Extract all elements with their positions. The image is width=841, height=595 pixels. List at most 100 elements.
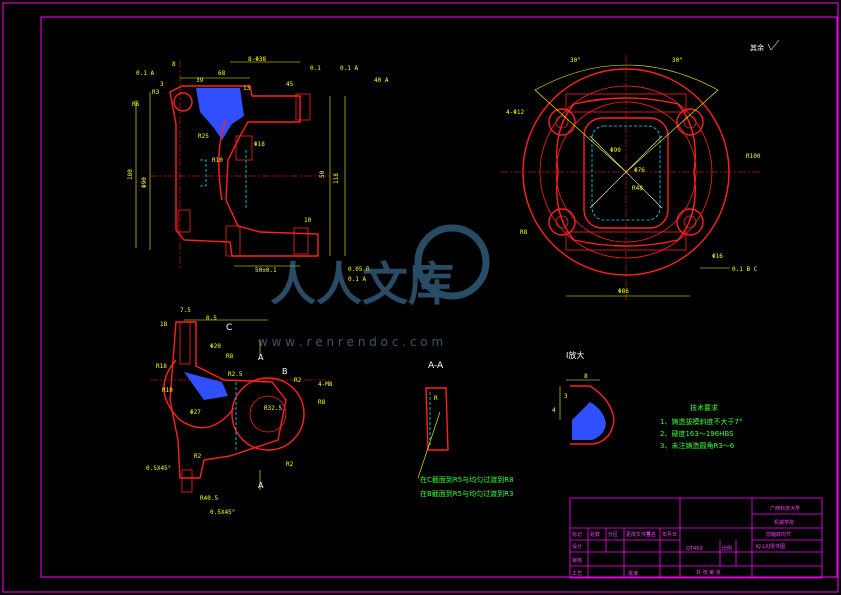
watermark-text: 人人文库 xyxy=(270,257,454,311)
svg-text:0.1 A: 0.1 A xyxy=(348,276,366,283)
svg-text:0.1 A: 0.1 A xyxy=(136,70,154,77)
note-b: 在B截面到R5与均匀过渡到R3 xyxy=(420,489,513,498)
svg-text:更改文件号: 更改文件号 xyxy=(626,531,651,538)
svg-text:8: 8 xyxy=(584,373,588,380)
section-a-a: A-A R xyxy=(417,361,449,479)
tech-item: 1、铸造拔模斜度不大于7° xyxy=(660,417,742,426)
svg-text:年月日: 年月日 xyxy=(662,531,677,538)
svg-text:R8: R8 xyxy=(318,399,326,406)
svg-text:18: 18 xyxy=(160,321,168,328)
svg-text:R10: R10 xyxy=(212,157,223,164)
svg-text:180: 180 xyxy=(127,169,134,180)
svg-text:0.5X45°: 0.5X45° xyxy=(146,465,171,472)
svg-text:R10: R10 xyxy=(162,387,173,394)
svg-text:审核: 审核 xyxy=(572,557,582,564)
hatched-section xyxy=(196,88,244,140)
svg-text:A-A: A-A xyxy=(428,361,444,371)
svg-text:B: B xyxy=(282,367,288,376)
svg-text:Φ16: Φ16 xyxy=(712,253,723,260)
svg-text:R40.5: R40.5 xyxy=(200,495,218,502)
svg-text:R2: R2 xyxy=(194,453,202,460)
svg-text:处数: 处数 xyxy=(590,531,600,538)
svg-text:0.1 A: 0.1 A xyxy=(340,65,358,72)
svg-text:工艺: 工艺 xyxy=(572,571,582,577)
svg-text:13: 13 xyxy=(243,85,251,92)
svg-text:Φ90: Φ90 xyxy=(610,147,621,154)
roughness-symbol xyxy=(767,39,780,51)
svg-text:0.5: 0.5 xyxy=(206,315,217,322)
svg-text:A: A xyxy=(258,353,264,362)
svg-text:R2: R2 xyxy=(294,377,302,384)
svg-text:118: 118 xyxy=(333,173,340,184)
svg-text:4-M8: 4-M8 xyxy=(318,381,333,388)
svg-text:8: 8 xyxy=(172,61,176,68)
svg-text:30°: 30° xyxy=(570,57,581,64)
svg-text:R8: R8 xyxy=(226,353,234,360)
svg-text:标记: 标记 xyxy=(572,531,582,538)
tech-title: 技术要求 xyxy=(690,403,718,412)
svg-text:R32.5: R32.5 xyxy=(264,405,282,412)
front-view xyxy=(135,60,346,270)
svg-text:4-Φ12: 4-Φ12 xyxy=(506,109,524,116)
svg-text:Φ76: Φ76 xyxy=(634,167,645,174)
plan-view xyxy=(500,55,760,300)
front-dimension-labels: 0.1 A 8 68 8-Φ38 0.1 40 A 0.1 A 3 13 45 … xyxy=(127,56,389,283)
title-block xyxy=(569,497,823,579)
svg-text:3: 3 xyxy=(160,81,164,88)
svg-text:Φ86: Φ86 xyxy=(618,288,629,295)
svg-text:R8: R8 xyxy=(520,229,528,236)
svg-text:设计: 设计 xyxy=(572,543,582,550)
svg-text:分区: 分区 xyxy=(608,531,618,538)
inner-border xyxy=(40,16,838,578)
tech-item: 3、未注铸造圆角R3～6 xyxy=(660,441,735,450)
svg-text:R48: R48 xyxy=(632,185,643,192)
svg-text:0.05 B: 0.05 B xyxy=(348,266,370,273)
svg-text:30°: 30° xyxy=(672,57,683,64)
svg-text:4: 4 xyxy=(552,407,556,414)
side-labels: C A B A 7.5 0.5 18 Φ20 R8 R18 Φ27 R2.5 R… xyxy=(146,307,333,516)
svg-text:Φ27: Φ27 xyxy=(190,409,201,416)
svg-text:8-Φ38: 8-Φ38 xyxy=(248,56,266,63)
svg-text:R25: R25 xyxy=(198,133,209,140)
svg-text:Φ90: Φ90 xyxy=(141,177,148,188)
svg-text:0.1: 0.1 xyxy=(310,65,321,72)
svg-text:10: 10 xyxy=(304,217,312,224)
svg-text:0.5X45°: 0.5X45° xyxy=(210,509,235,516)
svg-text:签名: 签名 xyxy=(646,531,656,538)
svg-text:50±0.1: 50±0.1 xyxy=(255,267,277,274)
svg-text:40 A: 40 A xyxy=(374,77,389,84)
svg-text:批准: 批准 xyxy=(628,570,638,577)
roughness-label: 其余 xyxy=(750,43,764,52)
svg-text:C: C xyxy=(226,323,232,333)
svg-text:39: 39 xyxy=(196,77,204,84)
svg-text:R2: R2 xyxy=(286,461,294,468)
svg-text:比例: 比例 xyxy=(722,545,732,552)
svg-text:R6: R6 xyxy=(132,101,140,108)
svg-text:45: 45 xyxy=(286,81,294,88)
watermark-url: w w w . r e n r e n d o c . c o m xyxy=(258,335,443,349)
side-view xyxy=(150,319,330,493)
watermark: 人人文库 w w w . r e n r e n d o c . c o m xyxy=(258,224,490,349)
tech-requirements: 技术要求 1、铸造拔模斜度不大于7° 2、硬度163～196HBS 3、未注铸造… xyxy=(660,403,742,450)
plan-dimension-labels: 30° 30° 4-Φ12 R100 Φ76 Φ90 R48 R8 Φ16 Φ8… xyxy=(506,57,761,295)
detail-i: I放大 8 3 4 xyxy=(552,350,615,445)
svg-text:R2.5: R2.5 xyxy=(228,371,243,378)
title-block-text: 广西科技大学 机械学院 前轴转向节 KJ-LXJ零件图 标记 处数 分区 更改文… xyxy=(572,505,800,577)
svg-text:68: 68 xyxy=(218,70,226,77)
dept-name: 机械学院 xyxy=(774,519,794,526)
svg-text:50: 50 xyxy=(319,170,326,178)
svg-text:7.5: 7.5 xyxy=(180,307,191,314)
svg-text:R3: R3 xyxy=(152,89,160,96)
svg-text:0.1 B C: 0.1 B C xyxy=(732,266,758,273)
svg-text:3: 3 xyxy=(564,393,568,400)
svg-text:R100: R100 xyxy=(746,153,761,160)
svg-text:QT450: QT450 xyxy=(686,546,703,552)
svg-text:Φ18: Φ18 xyxy=(254,141,265,148)
svg-text:R18: R18 xyxy=(156,363,167,370)
note-c: 在C截面到R5与均匀过渡到R8 xyxy=(420,475,514,484)
sheet-label: 共 张 第 张 xyxy=(696,569,721,576)
drawing-number: KJ-LXJ零件图 xyxy=(756,543,785,550)
tech-item: 2、硬度163～196HBS xyxy=(660,429,734,438)
